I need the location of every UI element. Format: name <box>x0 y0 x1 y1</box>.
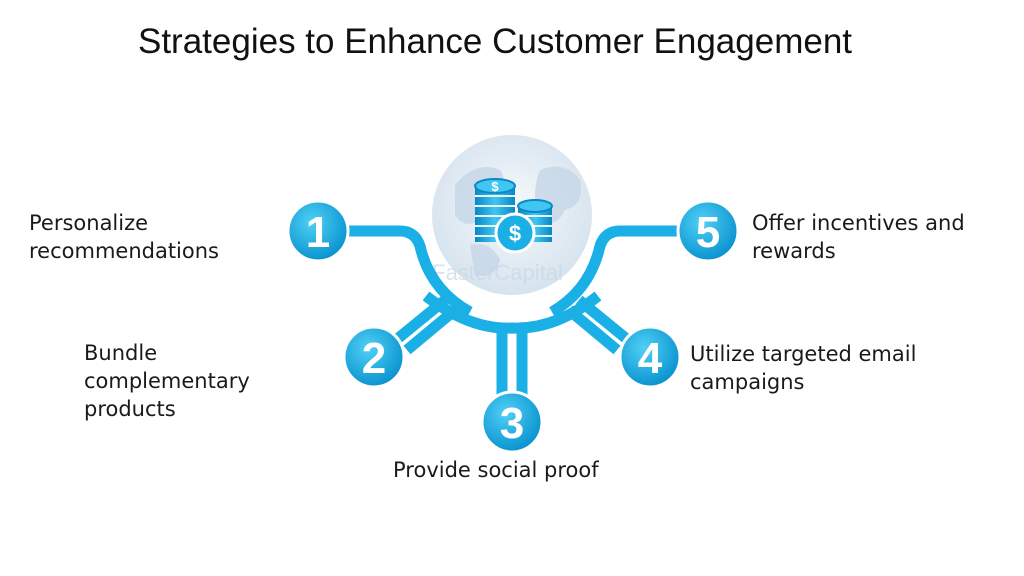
step-number-2: 2 <box>362 334 386 383</box>
step-label-3: Provide social proof <box>393 458 599 482</box>
step-number-4: 4 <box>638 334 663 383</box>
step-label-4: Utilize targeted email campaigns <box>690 342 917 394</box>
step-badge-5: 5 <box>676 199 740 263</box>
step-label-1: Personalize recommendations <box>29 211 219 263</box>
step-label-5: Offer incentives and rewards <box>752 211 965 263</box>
step-number-1: 1 <box>306 208 330 257</box>
watermark-text: FasterCapital <box>432 260 563 285</box>
svg-text:$: $ <box>509 221 521 246</box>
step-badge-1: 1 <box>286 199 350 263</box>
step-label-2: Bundle complementary products <box>84 341 250 421</box>
svg-text:$: $ <box>491 179 499 194</box>
step-badge-3: 3 <box>480 390 544 454</box>
dollar-coins-icon: $ $ <box>474 178 553 254</box>
page-title: Strategies to Enhance Customer Engagemen… <box>137 22 853 61</box>
step-badge-2: 2 <box>342 325 406 389</box>
connector-lines <box>345 225 679 395</box>
step-number-5: 5 <box>696 208 720 257</box>
step-badge-4: 4 <box>618 325 682 389</box>
step-number-3: 3 <box>500 399 524 448</box>
